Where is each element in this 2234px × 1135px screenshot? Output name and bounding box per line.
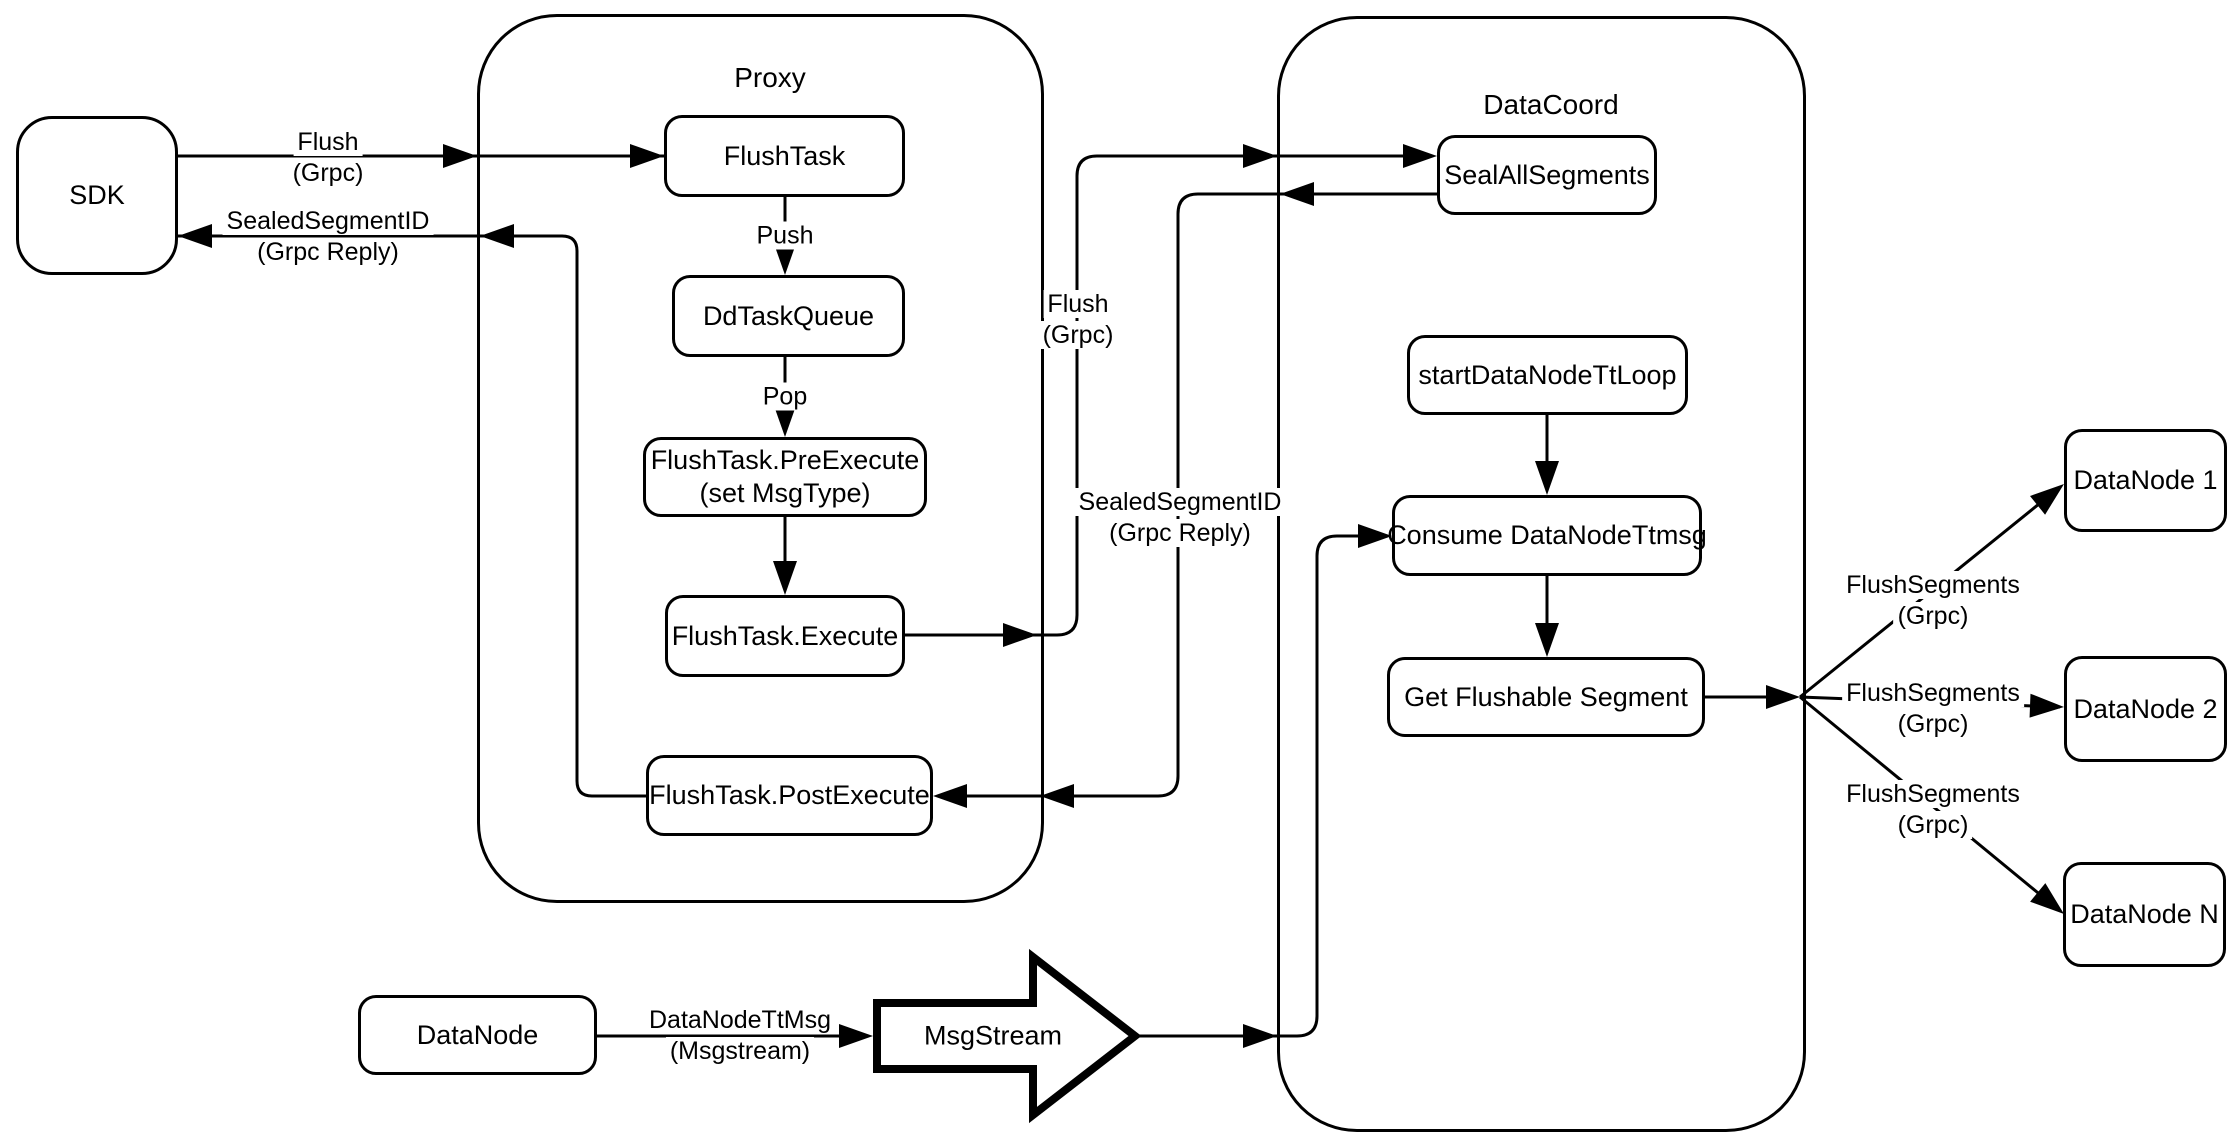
container-datacoord bbox=[1277, 16, 1806, 1132]
edge-label-datanodettmsg: DataNodeTtMsg (Msgstream) bbox=[644, 1005, 836, 1067]
datacoord-title: DataCoord bbox=[1483, 89, 1619, 120]
arrowheads bbox=[178, 144, 2064, 1048]
node-datanode-2: DataNode 2 bbox=[2064, 656, 2227, 762]
edge-label-flushsegments-3: FlushSegments (Grpc) bbox=[1842, 779, 2024, 841]
node-sealallsegments: SealAllSegments bbox=[1437, 135, 1657, 215]
node-consume-datanodettmsg: Consume DataNodeTtmsg bbox=[1387, 495, 1707, 576]
edge-label-flushsegments-2: FlushSegments (Grpc) bbox=[1842, 678, 2024, 740]
edge-label-sealedsegmentid-mid: SealedSegmentID (Grpc Reply) bbox=[1074, 487, 1286, 549]
node-sdk: SDK bbox=[16, 116, 178, 275]
edge-label-flushsegments-1: FlushSegments (Grpc) bbox=[1842, 570, 2024, 632]
node-get-flushable-segment: Get Flushable Segment bbox=[1387, 657, 1705, 737]
edge-msgstream-to-consume bbox=[1137, 534, 1388, 1038]
msgstream-block-arrow bbox=[873, 948, 1142, 1124]
edge-execute-to-sealallsegments bbox=[905, 154, 1433, 637]
edge-label-flush-grpc-mid: Flush (Grpc) bbox=[1038, 289, 1118, 351]
node-flushtask-preexecute: FlushTask.PreExecute (set MsgType) bbox=[643, 437, 927, 517]
msgstream-label: MsgStream bbox=[923, 1020, 1063, 1051]
edge-label-pop: Pop bbox=[758, 382, 812, 413]
node-flushtask-postexecute: FlushTask.PostExecute bbox=[646, 755, 933, 836]
node-startdatanodettloop: startDataNodeTtLoop bbox=[1407, 335, 1688, 415]
node-datanode-1: DataNode 1 bbox=[2064, 429, 2227, 532]
edge-label-flush-grpc-sdk: Flush (Grpc) bbox=[288, 127, 368, 189]
node-flushtask-execute: FlushTask.Execute bbox=[665, 595, 905, 677]
container-proxy bbox=[477, 14, 1044, 903]
node-ddtaskqueue: DdTaskQueue bbox=[672, 275, 905, 357]
edge-label-sealedsegmentid-sdk: SealedSegmentID (Grpc Reply) bbox=[222, 206, 434, 268]
edge-label-push: Push bbox=[752, 221, 818, 252]
proxy-title: Proxy bbox=[734, 62, 806, 93]
node-datanode: DataNode bbox=[358, 995, 597, 1075]
node-datanode-n: DataNode N bbox=[2063, 862, 2226, 967]
node-flushtask: FlushTask bbox=[664, 115, 905, 197]
edge-postexecute-to-sdk bbox=[178, 234, 646, 798]
